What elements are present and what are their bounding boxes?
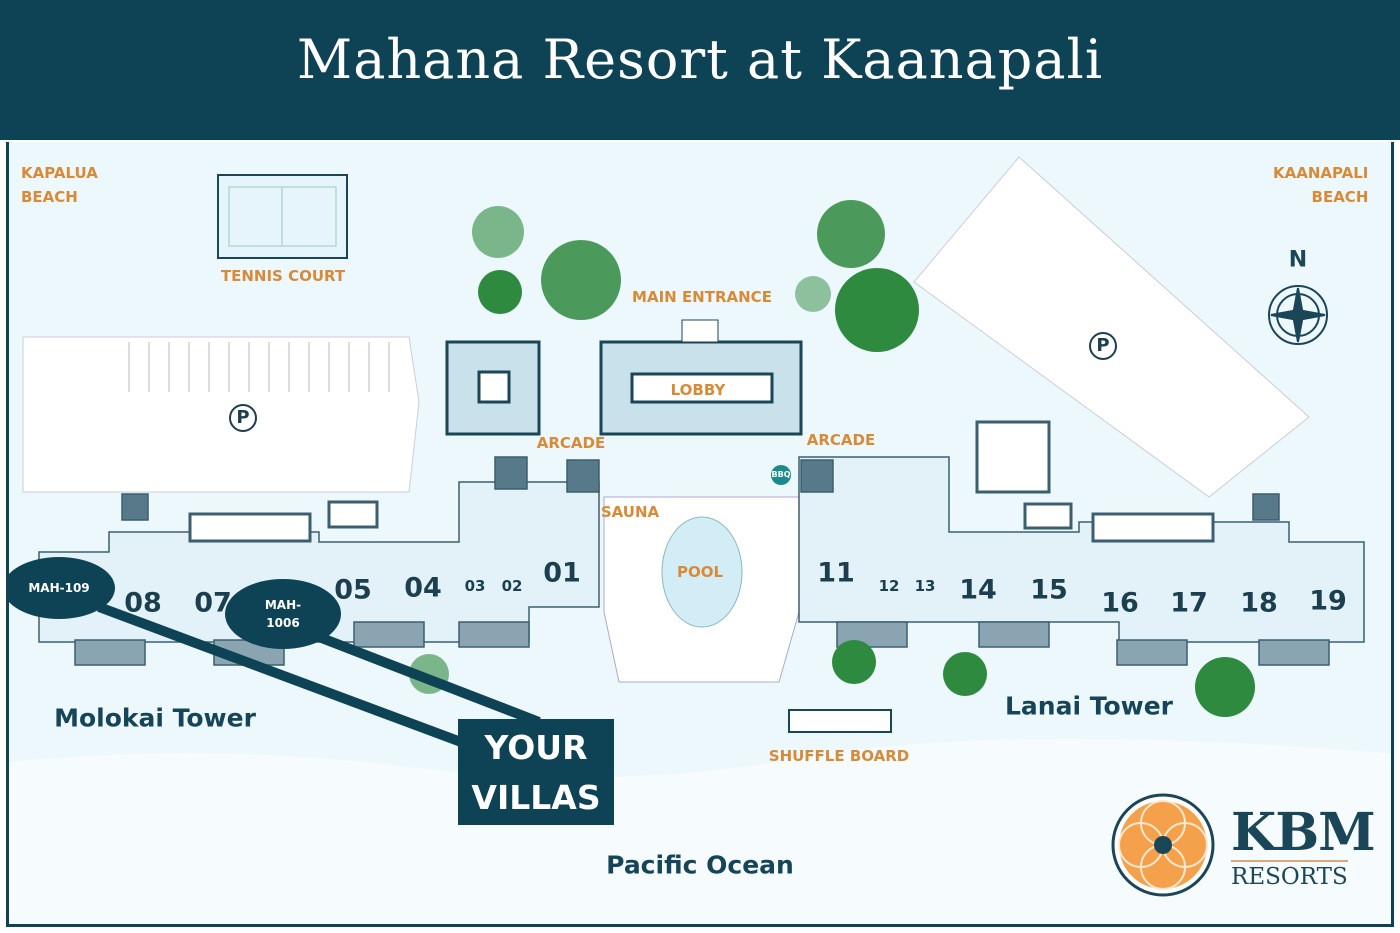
unit-05: 05 [334, 574, 372, 606]
shuffle-board-label: SHUFFLE BOARD [768, 747, 910, 765]
parking-icon-right: P [1089, 332, 1117, 360]
lanai-tower-label: Lanai Tower [1004, 691, 1174, 721]
arcade-label-right: ARCADE [806, 431, 876, 449]
sauna-label: SAUNA [600, 503, 660, 521]
parking-lot-right [913, 156, 1310, 498]
unit-14: 14 [959, 574, 997, 606]
bbq-icon: BBQ [771, 465, 791, 485]
molokai-tower-label: Molokai Tower [54, 703, 256, 733]
villa-marker-mah-109[interactable]: MAH-109 [9, 557, 115, 619]
ocean-area [9, 738, 1391, 924]
unit-19: 19 [1309, 585, 1347, 617]
logo-subtitle: RESORTS [1231, 860, 1348, 890]
unit-17: 17 [1170, 587, 1208, 619]
tennis-court-label: TENNIS COURT [220, 267, 346, 285]
pool-label: POOL [676, 563, 724, 581]
north-label: N [1288, 247, 1308, 273]
unit-18: 18 [1240, 587, 1278, 619]
unit-01: 01 [543, 557, 581, 589]
main-entrance-label: MAIN ENTRANCE [632, 288, 772, 306]
villa-marker-label: MAH-1006 [264, 598, 302, 630]
pacific-ocean-label: Pacific Ocean [606, 850, 794, 880]
map-drawing [9, 156, 1391, 924]
lanai-tower-building [798, 420, 1365, 666]
shuffle-board [788, 709, 892, 733]
tennis-court [217, 174, 348, 259]
parking-lot-left [22, 336, 420, 493]
pool [661, 516, 743, 628]
unit-04: 04 [404, 572, 442, 604]
unit-11: 11 [817, 557, 855, 589]
villa-marker-mah-1006[interactable]: MAH-1006 [225, 579, 341, 649]
lobby-building [445, 319, 803, 436]
unit-03: 03 [464, 577, 486, 595]
arcade-label-left: ARCADE [536, 434, 606, 452]
unit-16: 16 [1101, 587, 1139, 619]
header-banner: Mahana Resort at Kaanapali [0, 0, 1400, 140]
parking-icon-left: P [229, 404, 257, 432]
unit-02: 02 [501, 577, 523, 595]
unit-12: 12 [878, 577, 900, 595]
unit-08: 08 [124, 587, 162, 619]
logo-name: KBM [1231, 802, 1376, 863]
unit-13: 13 [914, 577, 936, 595]
compass-icon [1268, 285, 1328, 345]
villa-marker-label: MAH-109 [28, 581, 90, 595]
molokai-tower-building [38, 456, 600, 666]
villa-pointer-lines [97, 602, 541, 747]
lobby-label: LOBBY [670, 381, 726, 399]
unit-15: 15 [1030, 574, 1068, 606]
kbm-logo-icon [1111, 793, 1215, 897]
page-title: Mahana Resort at Kaanapali [296, 28, 1104, 91]
